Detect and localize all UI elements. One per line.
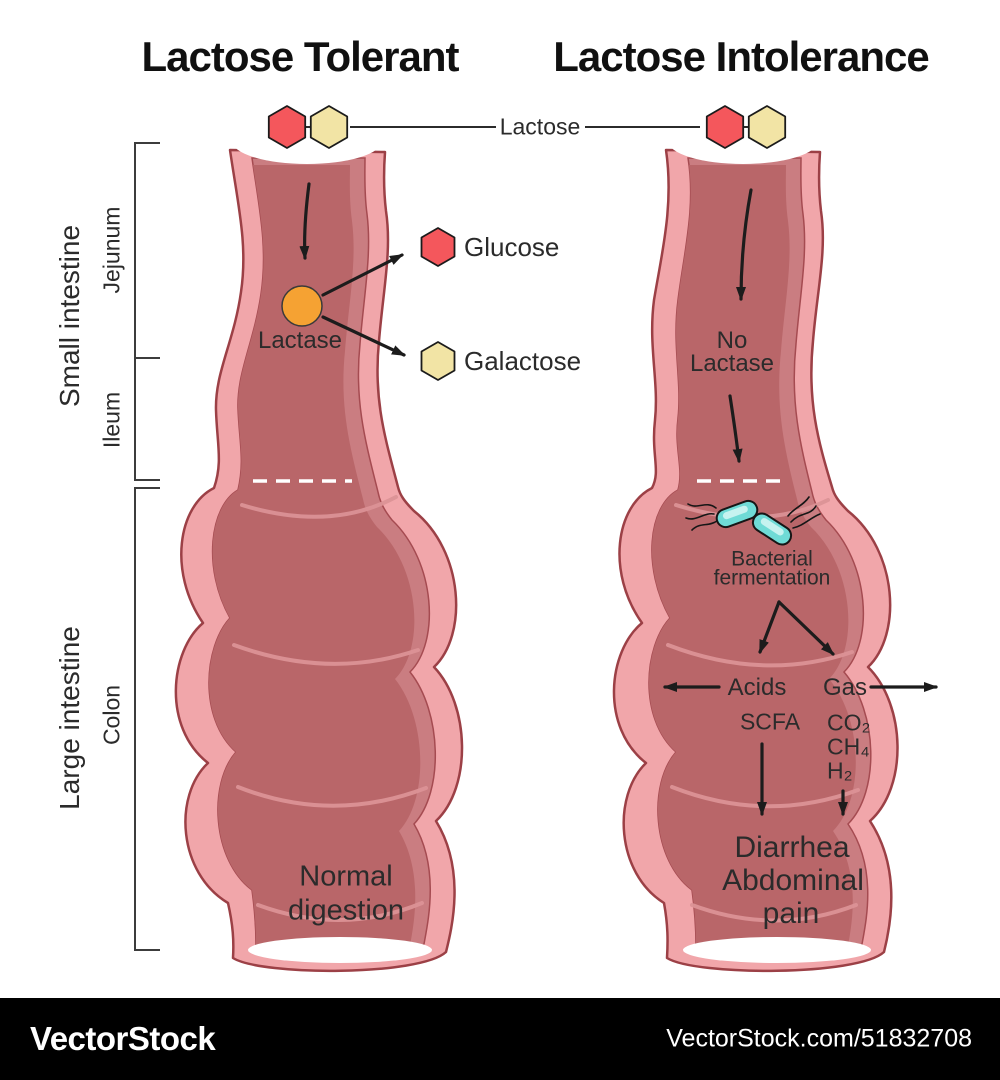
tolerant-haustra-seams [232,495,428,922]
watermark-bar: VectorStock VectorStock.com/51832708 [0,998,1000,1080]
sugar-hexagons [267,105,787,381]
tolerant-top-opening [232,118,382,164]
tolerant-bottom-opening [248,937,432,963]
large-intestine-bracket [134,487,160,951]
bacterium-icon [715,499,759,529]
h2-label: H₂ [827,757,853,784]
left-lactose-glucose-hexagon-icon [267,105,307,149]
colon-label: Colon [98,684,125,746]
lactase-enzyme-icon [281,285,323,327]
glucose-label: Glucose [464,232,560,262]
bacterial-fermentation-label-line1: Bacterial [731,547,813,571]
scfa-label: SCFA [739,708,801,735]
no-lactase-label-line1: No [716,327,748,354]
fermentation-to-acids-arrow [758,600,781,654]
bacterium-icon [751,512,793,546]
normal-digestion-label-line2: digestion [287,894,405,927]
lactose-molecule-label: Lactose [499,113,581,140]
bacterial-fermentation-label-line2: fermentation [713,566,831,590]
small-intestine-bracket [134,142,160,481]
tolerant-lumen-shading [209,165,421,958]
bacteria-flagella [685,496,821,531]
title-lactose-tolerant: Lactose Tolerant [141,33,460,80]
small-intestine-label: Small intestine [54,224,85,408]
intolerant-intestine-illustration [612,118,899,973]
ileum-label: Ileum [98,391,125,449]
vectorstock-url-text: VectorStock.com/51832708 [666,1024,972,1053]
vectorstock-logo-text: VectorStock [30,1020,216,1057]
tolerant-lactose-down-arrow [299,182,311,260]
abdominal-pain-label-line2: pain [762,897,820,930]
galactose-label: Galactose [464,346,582,376]
lactase-label: Lactase [257,327,343,354]
large-intestine-label: Large intestine [54,626,85,810]
to-galactose-arrow [321,315,406,357]
fermenting-bacteria [685,496,821,546]
no-lactase-label-line2: Lactase [689,350,775,377]
right-lactose-glucose-hexagon-icon [705,105,745,149]
intolerant-bottom-opening [683,937,871,963]
ch4-label: CH₄ [827,733,870,760]
glucose-hexagon-icon [420,227,456,267]
process-arrows [299,182,938,816]
right-lactose-galactose-hexagon-icon [747,105,787,149]
to-fermentation-arrow [728,394,743,463]
galactose-hexagon-icon [420,341,456,381]
co2-label: CO₂ [827,709,871,736]
acids-label: Acids [727,674,787,701]
normal-digestion-label-line1: Normal [299,860,393,893]
abdominal-pain-label-line1: Abdominal [722,864,864,897]
intolerant-lactose-down-arrow [736,188,753,301]
gas-label: Gas [822,674,868,701]
title-lactose-intolerance: Lactose Intolerance [553,33,929,80]
diarrhea-label: Diarrhea [734,831,850,864]
intolerant-lumen-shading [649,165,856,958]
jejunum-label: Jejunum [98,206,125,294]
fermentation-to-gas-arrow [777,600,835,656]
tolerant-intestine-illustration [174,118,464,973]
to-glucose-arrow [321,253,404,297]
left-lactose-galactose-hexagon-icon [309,105,349,149]
anatomy-brackets [134,142,160,951]
